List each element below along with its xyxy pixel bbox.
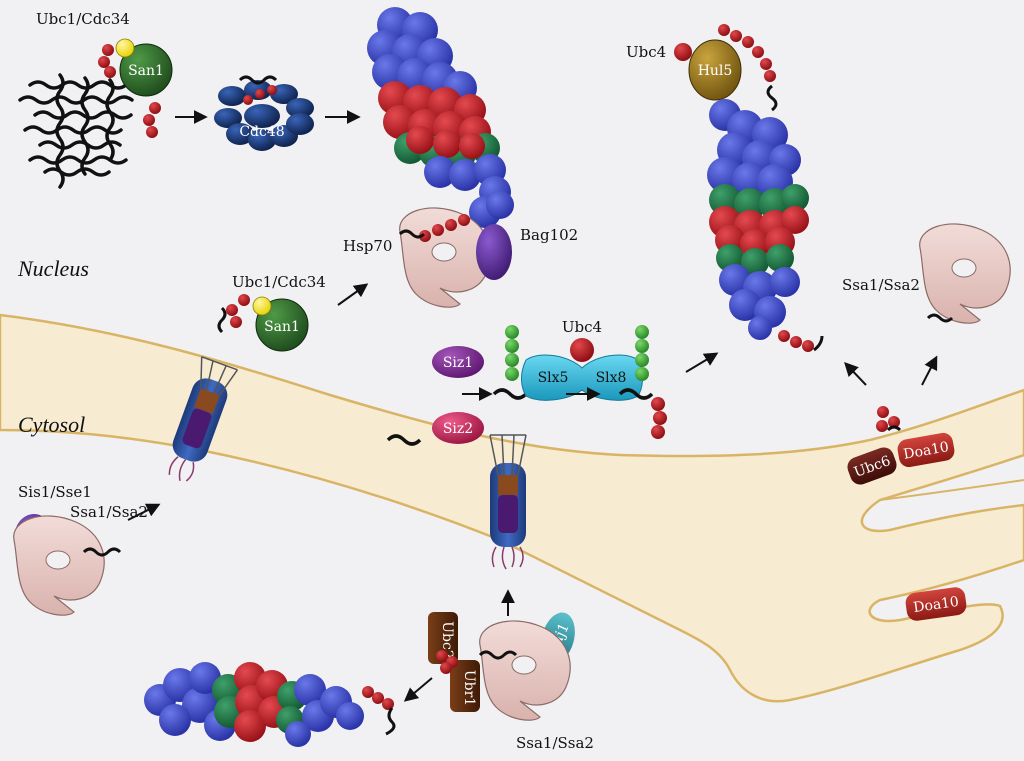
ssa1-ssa2-right-label: Ssa1/Ssa2 xyxy=(842,276,920,294)
bag102-label: Bag102 xyxy=(520,226,578,244)
ssa1-ssa2-left-label: Ssa1/Ssa2 xyxy=(70,503,148,521)
arrow xyxy=(337,283,369,306)
san1-protein-top: San1 xyxy=(115,38,173,97)
region-nucleus-label: Nucleus xyxy=(17,256,89,281)
ubc1-cdc34-mid-label: Ubc1/Cdc34 xyxy=(232,273,326,291)
hsp70-bottom xyxy=(478,620,571,721)
hsp70-right xyxy=(919,223,1011,324)
doa10-er-protein: Doa10 xyxy=(905,587,967,621)
ubiquitin-chain xyxy=(398,214,470,242)
arrow xyxy=(127,503,161,521)
ubc4-top-label: Ubc4 xyxy=(626,43,666,61)
ssa1-ssa2-bottom-label: Ssa1/Ssa2 xyxy=(516,734,594,752)
ubc4-mid-label: Ubc4 xyxy=(562,318,602,336)
hul5-complex: Hul5 xyxy=(674,24,778,112)
region-cytosol-label: Cytosol xyxy=(18,412,85,437)
siz1-label: Siz1 xyxy=(443,355,473,371)
protein-aggregate-right xyxy=(707,99,824,352)
slx8-label: Slx8 xyxy=(596,370,627,386)
siz2-label: Siz2 xyxy=(443,421,473,437)
arrow xyxy=(844,361,867,386)
doa10-membrane-label: Doa10 xyxy=(902,439,950,463)
proteasome-left xyxy=(168,356,239,482)
hsp70-label: Hsp70 xyxy=(343,237,392,255)
cdc48-label: Cdc48 xyxy=(239,124,284,140)
doa10-er-label: Doa10 xyxy=(912,594,960,616)
bag102-protein xyxy=(476,224,512,280)
protein-aggregate-bottom xyxy=(144,662,396,747)
siz2-protein: Siz2 xyxy=(432,412,484,444)
arrow xyxy=(403,677,433,702)
sumo-ub-substrate xyxy=(618,325,667,439)
san1-mid-label: San1 xyxy=(264,319,300,335)
ubc6-doa10-complex: Ubc6 Doa10 xyxy=(847,406,955,485)
substrate-chain xyxy=(386,434,422,446)
san1-protein-mid: San1 xyxy=(217,294,309,352)
slx5-slx8-complex: Slx5 Slx8 xyxy=(521,338,643,401)
san1-top-label: San1 xyxy=(128,63,164,79)
hsp70-left xyxy=(13,515,122,616)
slx5-label: Slx5 xyxy=(538,370,569,386)
cdc48-complex: Cdc48 xyxy=(214,75,314,151)
ubc1-cdc34-top-label: Ubc1/Cdc34 xyxy=(36,10,130,28)
protein-aggregate-top xyxy=(367,7,514,228)
siz1-protein: Siz1 xyxy=(432,346,484,378)
proteasome-center xyxy=(489,434,527,570)
arrow xyxy=(685,352,719,373)
ubc2-ubr1-complex: Ubc2 Ubr1 xyxy=(428,612,480,712)
ubc2-label: Ubc2 xyxy=(439,621,455,659)
sis1-sse1-label: Sis1/Sse1 xyxy=(18,483,92,501)
arrow xyxy=(921,355,938,386)
ubiquitin-chain xyxy=(98,44,161,138)
hul5-label: Hul5 xyxy=(698,63,733,79)
sumo-chain xyxy=(492,325,528,400)
ubr1-label: Ubr1 xyxy=(461,670,477,706)
misfolded-protein-tangle xyxy=(18,73,134,189)
